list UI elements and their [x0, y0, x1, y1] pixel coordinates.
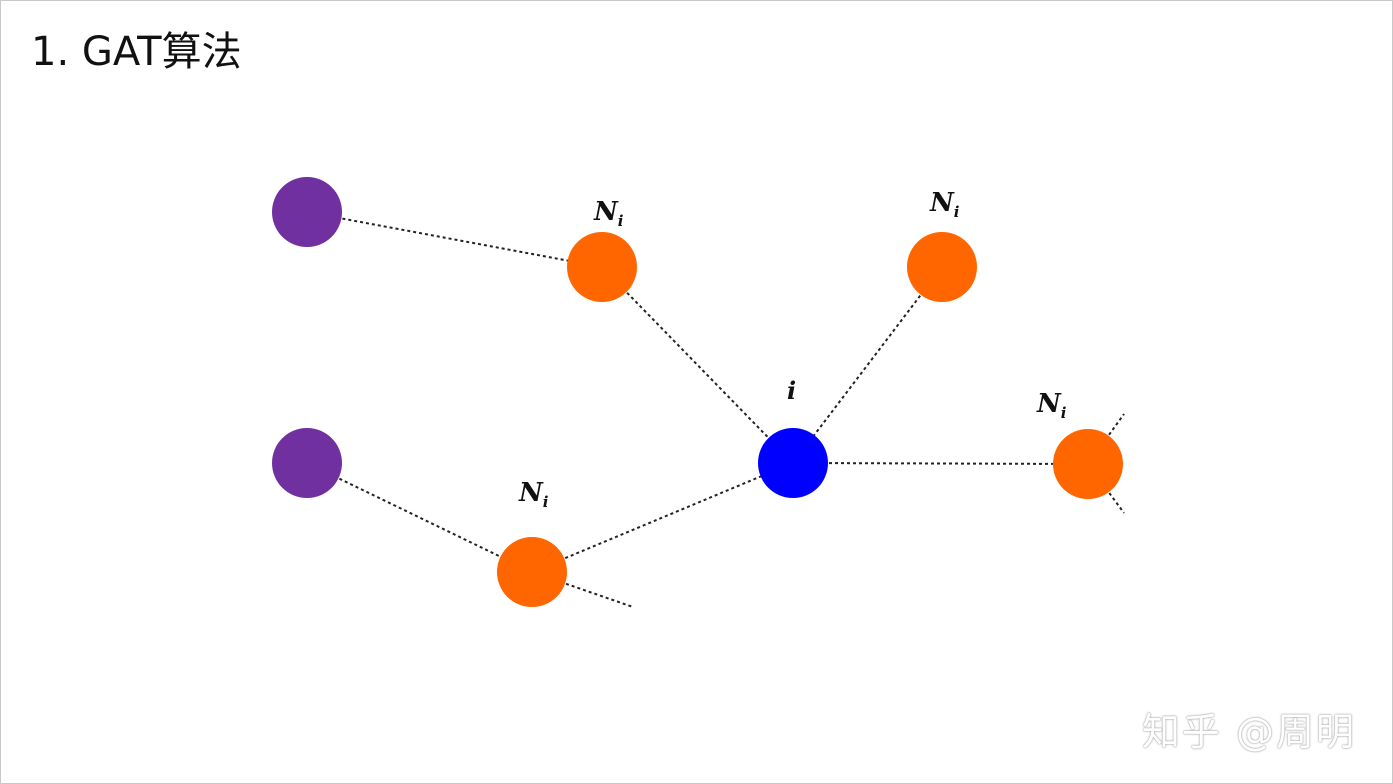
- neighbor-label-main: N: [518, 478, 544, 508]
- edge-center-neighbor3: [792, 462, 1089, 465]
- center-node: [758, 428, 828, 498]
- labels: i Ni Ni Ni Ni: [518, 188, 1067, 511]
- second-order-node: [272, 428, 342, 498]
- neighbor-node: [1053, 429, 1123, 499]
- edge-neighbor4-center: [531, 462, 794, 573]
- neighbor-label: Ni: [1036, 389, 1067, 422]
- neighbor-node: [567, 232, 637, 302]
- neighbor-label-subscript: i: [954, 203, 960, 221]
- center-node-label: i: [787, 376, 796, 405]
- neighbor-label-subscript: i: [1061, 404, 1067, 422]
- neighbor-node: [907, 232, 977, 302]
- edge-purple2-neighbor4: [306, 462, 533, 573]
- watermark: 知乎 @周明: [1141, 710, 1356, 754]
- neighbor-label-subscript: i: [543, 493, 549, 511]
- neighbor-node: [497, 537, 567, 607]
- edges: [306, 211, 1125, 608]
- neighbor-label: Ni: [593, 197, 624, 230]
- second-order-node: [272, 177, 342, 247]
- nodes: [272, 177, 1123, 607]
- edge-neighbor2-center: [792, 266, 943, 464]
- neighbor-label-main: N: [1036, 389, 1062, 419]
- neighbor-label: Ni: [929, 188, 960, 221]
- neighbor-label-main: N: [929, 188, 955, 218]
- edge-neighbor1-center: [601, 266, 794, 464]
- neighbor-label-subscript: i: [618, 212, 624, 230]
- slide-title: 1. GAT算法: [31, 29, 242, 75]
- edge-purple1-neighbor1: [306, 211, 603, 268]
- neighbor-label: Ni: [518, 478, 549, 511]
- neighbor-label-main: N: [593, 197, 619, 227]
